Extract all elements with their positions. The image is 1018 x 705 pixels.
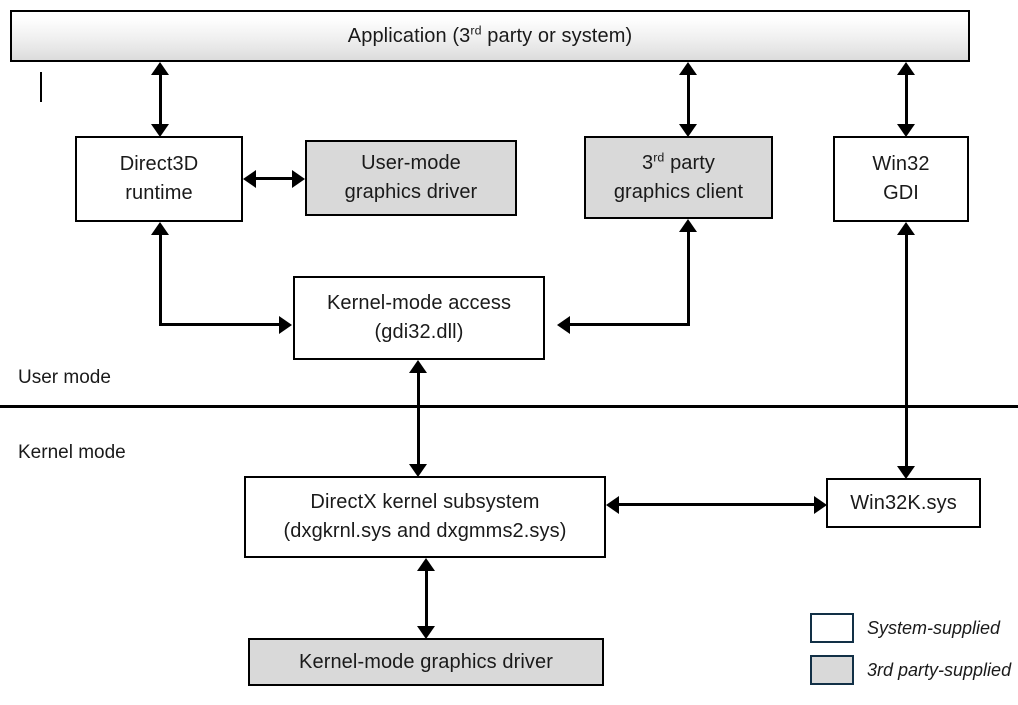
direct3d-runtime-line2: runtime: [125, 182, 193, 204]
connector-app-thirdparty-arrow-down: [679, 124, 697, 137]
win32k-sys-line1: Win32K.sys: [850, 491, 957, 514]
node-user-mode-graphics-driver: User-mode graphics driver: [305, 140, 517, 216]
connector-app-win32gdi-line: [905, 68, 908, 130]
connector-app-direct3d-arrow-up: [151, 62, 169, 75]
node-application-label: Application (3rd party or system): [347, 22, 633, 47]
kernel-mode-graphics-driver-line1: Kernel-mode graphics driver: [299, 650, 553, 673]
legend-swatch-third-party-supplied: [810, 655, 854, 685]
legend-item-system-supplied: System-supplied: [810, 613, 1000, 643]
node-win32k-sys: Win32K.sys: [826, 478, 981, 528]
connector-dxgkrnl-kmd-arrow-up: [417, 558, 435, 571]
connector-app-thirdparty-arrow-up: [679, 62, 697, 75]
connector-dxgkrnl-kmd-line: [425, 564, 428, 632]
connector-left-elbow-hline: [159, 323, 281, 326]
connector-gdi-win32k-arrow-down: [897, 466, 915, 479]
connector-d3d-umd-arrow-left: [243, 170, 256, 188]
connector-dxgkrnl-win32k-arrow-left: [606, 496, 619, 514]
legend-label-system-supplied: System-supplied: [867, 617, 1001, 638]
connector-d3d-umd-arrow-right: [292, 170, 305, 188]
connector-left-elbow-vline: [159, 234, 162, 326]
application-superscript: rd: [470, 22, 482, 37]
connector-gdi-win32k-arrow-up: [897, 222, 915, 235]
connector-dxgkrnl-win32k-line: [618, 503, 816, 506]
win32-gdi-line1: Win32: [872, 153, 930, 175]
connector-d3d-umd-line: [255, 177, 295, 180]
directx-kernel-subsystem-line1: DirectX kernel subsystem: [310, 491, 540, 513]
connector-app-win32gdi-arrow-up: [897, 62, 915, 75]
connector-kma-dxgkrnl-line: [417, 366, 420, 470]
connector-left-elbow-arrow-up: [151, 222, 169, 235]
third-party-superscript: rd: [653, 149, 665, 164]
connector-right-elbow-vline: [687, 231, 690, 325]
third-party-graphics-client-line2: graphics client: [613, 180, 744, 203]
legend-label-third-party-supplied: 3rd party-supplied: [867, 659, 1012, 680]
label-kernel-mode: Kernel mode: [18, 442, 126, 463]
node-win32-gdi: Win32 GDI: [833, 136, 969, 222]
kernel-mode-access-line2: (gdi32.dll): [374, 321, 464, 343]
user-kernel-divider: [0, 405, 1018, 408]
user-mode-graphics-driver-line2: graphics driver: [344, 181, 478, 203]
win32-gdi-line2: GDI: [883, 182, 919, 204]
legend-swatch-system-supplied: [810, 613, 854, 643]
kernel-mode-access-line1: Kernel-mode access: [326, 292, 512, 314]
connector-app-direct3d-arrow-down: [151, 124, 169, 137]
node-kernel-mode-access: Kernel-mode access (gdi32.dll): [293, 276, 545, 360]
connector-dxgkrnl-win32k-arrow-right: [814, 496, 827, 514]
connector-right-elbow-hline: [569, 323, 690, 326]
node-direct3d-runtime: Direct3D runtime: [75, 136, 243, 222]
connector-app-direct3d-line: [159, 68, 162, 130]
node-application: Application (3rd party or system): [10, 10, 970, 62]
connector-app-win32gdi-arrow-down: [897, 124, 915, 137]
connector-dxgkrnl-kmd-arrow-down: [417, 626, 435, 639]
connector-left-elbow-arrow-right: [279, 316, 292, 334]
third-party-graphics-client-line1: 3rd party: [641, 149, 716, 174]
connector-kma-dxgkrnl-arrow-down: [409, 464, 427, 477]
connector-right-elbow-arrow-left: [557, 316, 570, 334]
tick-mark: [40, 72, 42, 102]
direct3d-runtime-line1: Direct3D: [119, 153, 199, 175]
connector-gdi-win32k-line: [905, 228, 908, 472]
connector-app-thirdparty-line: [687, 68, 690, 130]
label-user-mode: User mode: [18, 367, 111, 388]
user-mode-graphics-driver-line1: User-mode: [361, 152, 461, 174]
directx-kernel-subsystem-line2: (dxgkrnl.sys and dxgmms2.sys): [283, 520, 567, 542]
node-kernel-mode-graphics-driver: Kernel-mode graphics driver: [248, 638, 604, 686]
node-third-party-graphics-client: 3rd party graphics client: [584, 136, 773, 219]
legend-item-third-party-supplied: 3rd party-supplied: [810, 655, 1011, 685]
node-directx-kernel-subsystem: DirectX kernel subsystem (dxgkrnl.sys an…: [244, 476, 606, 558]
connector-right-elbow-arrow-up: [679, 219, 697, 232]
connector-kma-dxgkrnl-arrow-up: [409, 360, 427, 373]
